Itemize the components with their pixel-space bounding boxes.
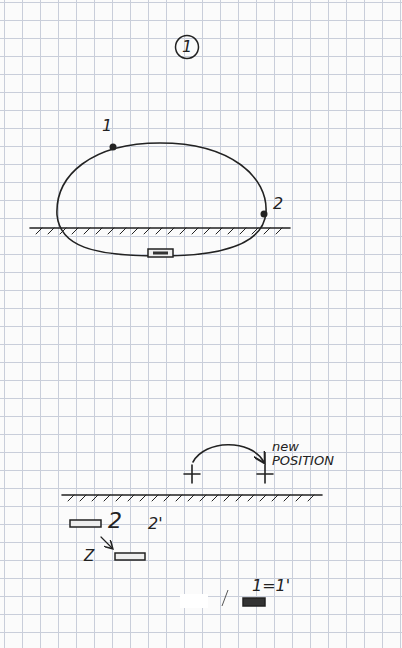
point-dot — [261, 211, 268, 218]
cross-mark — [257, 465, 273, 483]
move-arrow — [101, 537, 112, 548]
callout-label: 2 — [273, 196, 283, 212]
callout-label: new POSITION — [272, 440, 334, 469]
magnet-symbol — [243, 598, 265, 606]
callout-label: 1 — [102, 118, 112, 134]
move-arrow — [193, 445, 264, 462]
magnet-symbol — [153, 252, 168, 255]
callout-label: 2' — [148, 516, 163, 532]
magnet-symbol — [115, 553, 145, 560]
cross-mark — [184, 465, 200, 483]
callout-label: Z — [84, 549, 94, 564]
ground-hatch — [36, 228, 282, 234]
magnet-symbol — [148, 249, 173, 257]
magnet-symbol — [70, 520, 101, 527]
circled-number: 1 — [174, 34, 200, 60]
point-dot — [110, 144, 117, 151]
ground-hatch — [68, 495, 314, 501]
pen-stroke — [222, 590, 228, 606]
ground-line — [62, 494, 322, 496]
smudge — [180, 594, 208, 608]
ground-line — [30, 227, 290, 229]
circled-number-text: 1 — [182, 39, 192, 55]
callout-label: 2 — [108, 510, 122, 532]
callout-label: 1=1' — [252, 578, 290, 594]
orbit-curve — [57, 143, 266, 256]
